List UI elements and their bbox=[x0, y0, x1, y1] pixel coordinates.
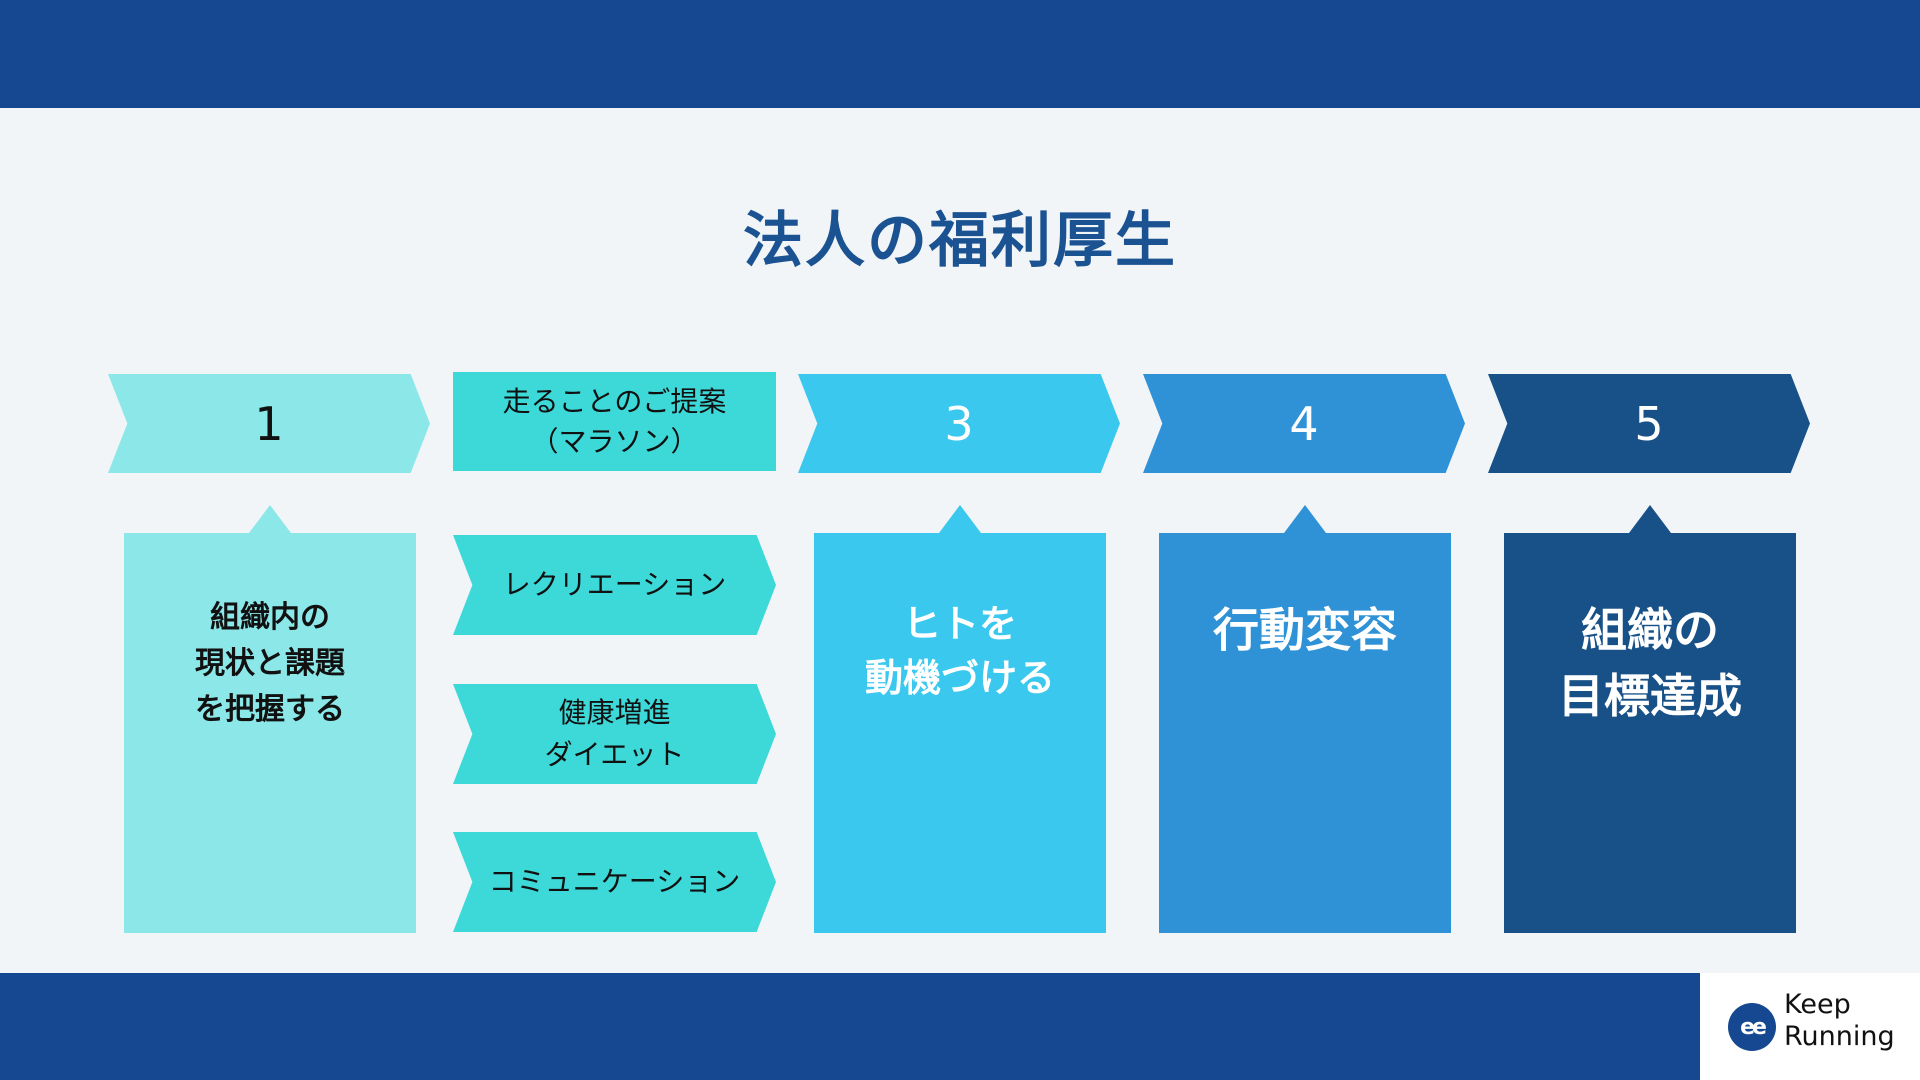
step-4-number: 4 bbox=[1289, 396, 1319, 451]
step-5-chevron: 5 bbox=[1488, 374, 1810, 473]
step-4-card-text: 行動変容 bbox=[1213, 603, 1397, 657]
proposal-communication: コミュニケーション bbox=[453, 832, 776, 932]
bottom-band bbox=[0, 973, 1920, 1080]
step-3-chevron: 3 bbox=[798, 374, 1120, 473]
step-4-card: 行動変容 bbox=[1159, 505, 1451, 933]
logo-text: Keep Running bbox=[1784, 989, 1895, 1052]
step-4-chevron: 4 bbox=[1143, 374, 1465, 473]
page-title: 法人の福利厚生 bbox=[743, 206, 1177, 276]
proposal-recreation: レクリエーション bbox=[453, 535, 776, 635]
step-1-card: 組織内の 現状と課題 を把握する bbox=[124, 505, 416, 933]
proposal-health: 健康増進 ダイエット bbox=[453, 684, 776, 784]
step-3-card: ヒトを 動機づける bbox=[814, 505, 1106, 933]
top-band bbox=[0, 0, 1920, 108]
step-1-chevron: 1 bbox=[108, 374, 430, 473]
step-3-card-text: ヒトを 動機づける bbox=[864, 602, 1055, 700]
step-5-card-text: 組織の 目標達成 bbox=[1558, 603, 1742, 723]
logo: ee Keep Running bbox=[1700, 973, 1920, 1080]
step-2-header: 走ることのご提案 （マラソン） bbox=[453, 372, 776, 471]
step-1-number: 1 bbox=[254, 396, 284, 451]
proposal-communication-label: コミュニケーション bbox=[488, 865, 741, 898]
step-1-card-text: 組織内の 現状と課題 を把握する bbox=[195, 600, 345, 727]
step-5-number: 5 bbox=[1634, 396, 1664, 451]
step-3-number: 3 bbox=[944, 396, 974, 451]
step-2-label: 走ることのご提案 （マラソン） bbox=[502, 384, 727, 458]
step-5-card: 組織の 目標達成 bbox=[1504, 505, 1796, 933]
proposal-health-label: 健康増進 ダイエット bbox=[544, 696, 685, 771]
proposal-recreation-label: レクリエーション bbox=[502, 568, 727, 601]
logo-mark-icon: ee bbox=[1728, 1003, 1776, 1051]
